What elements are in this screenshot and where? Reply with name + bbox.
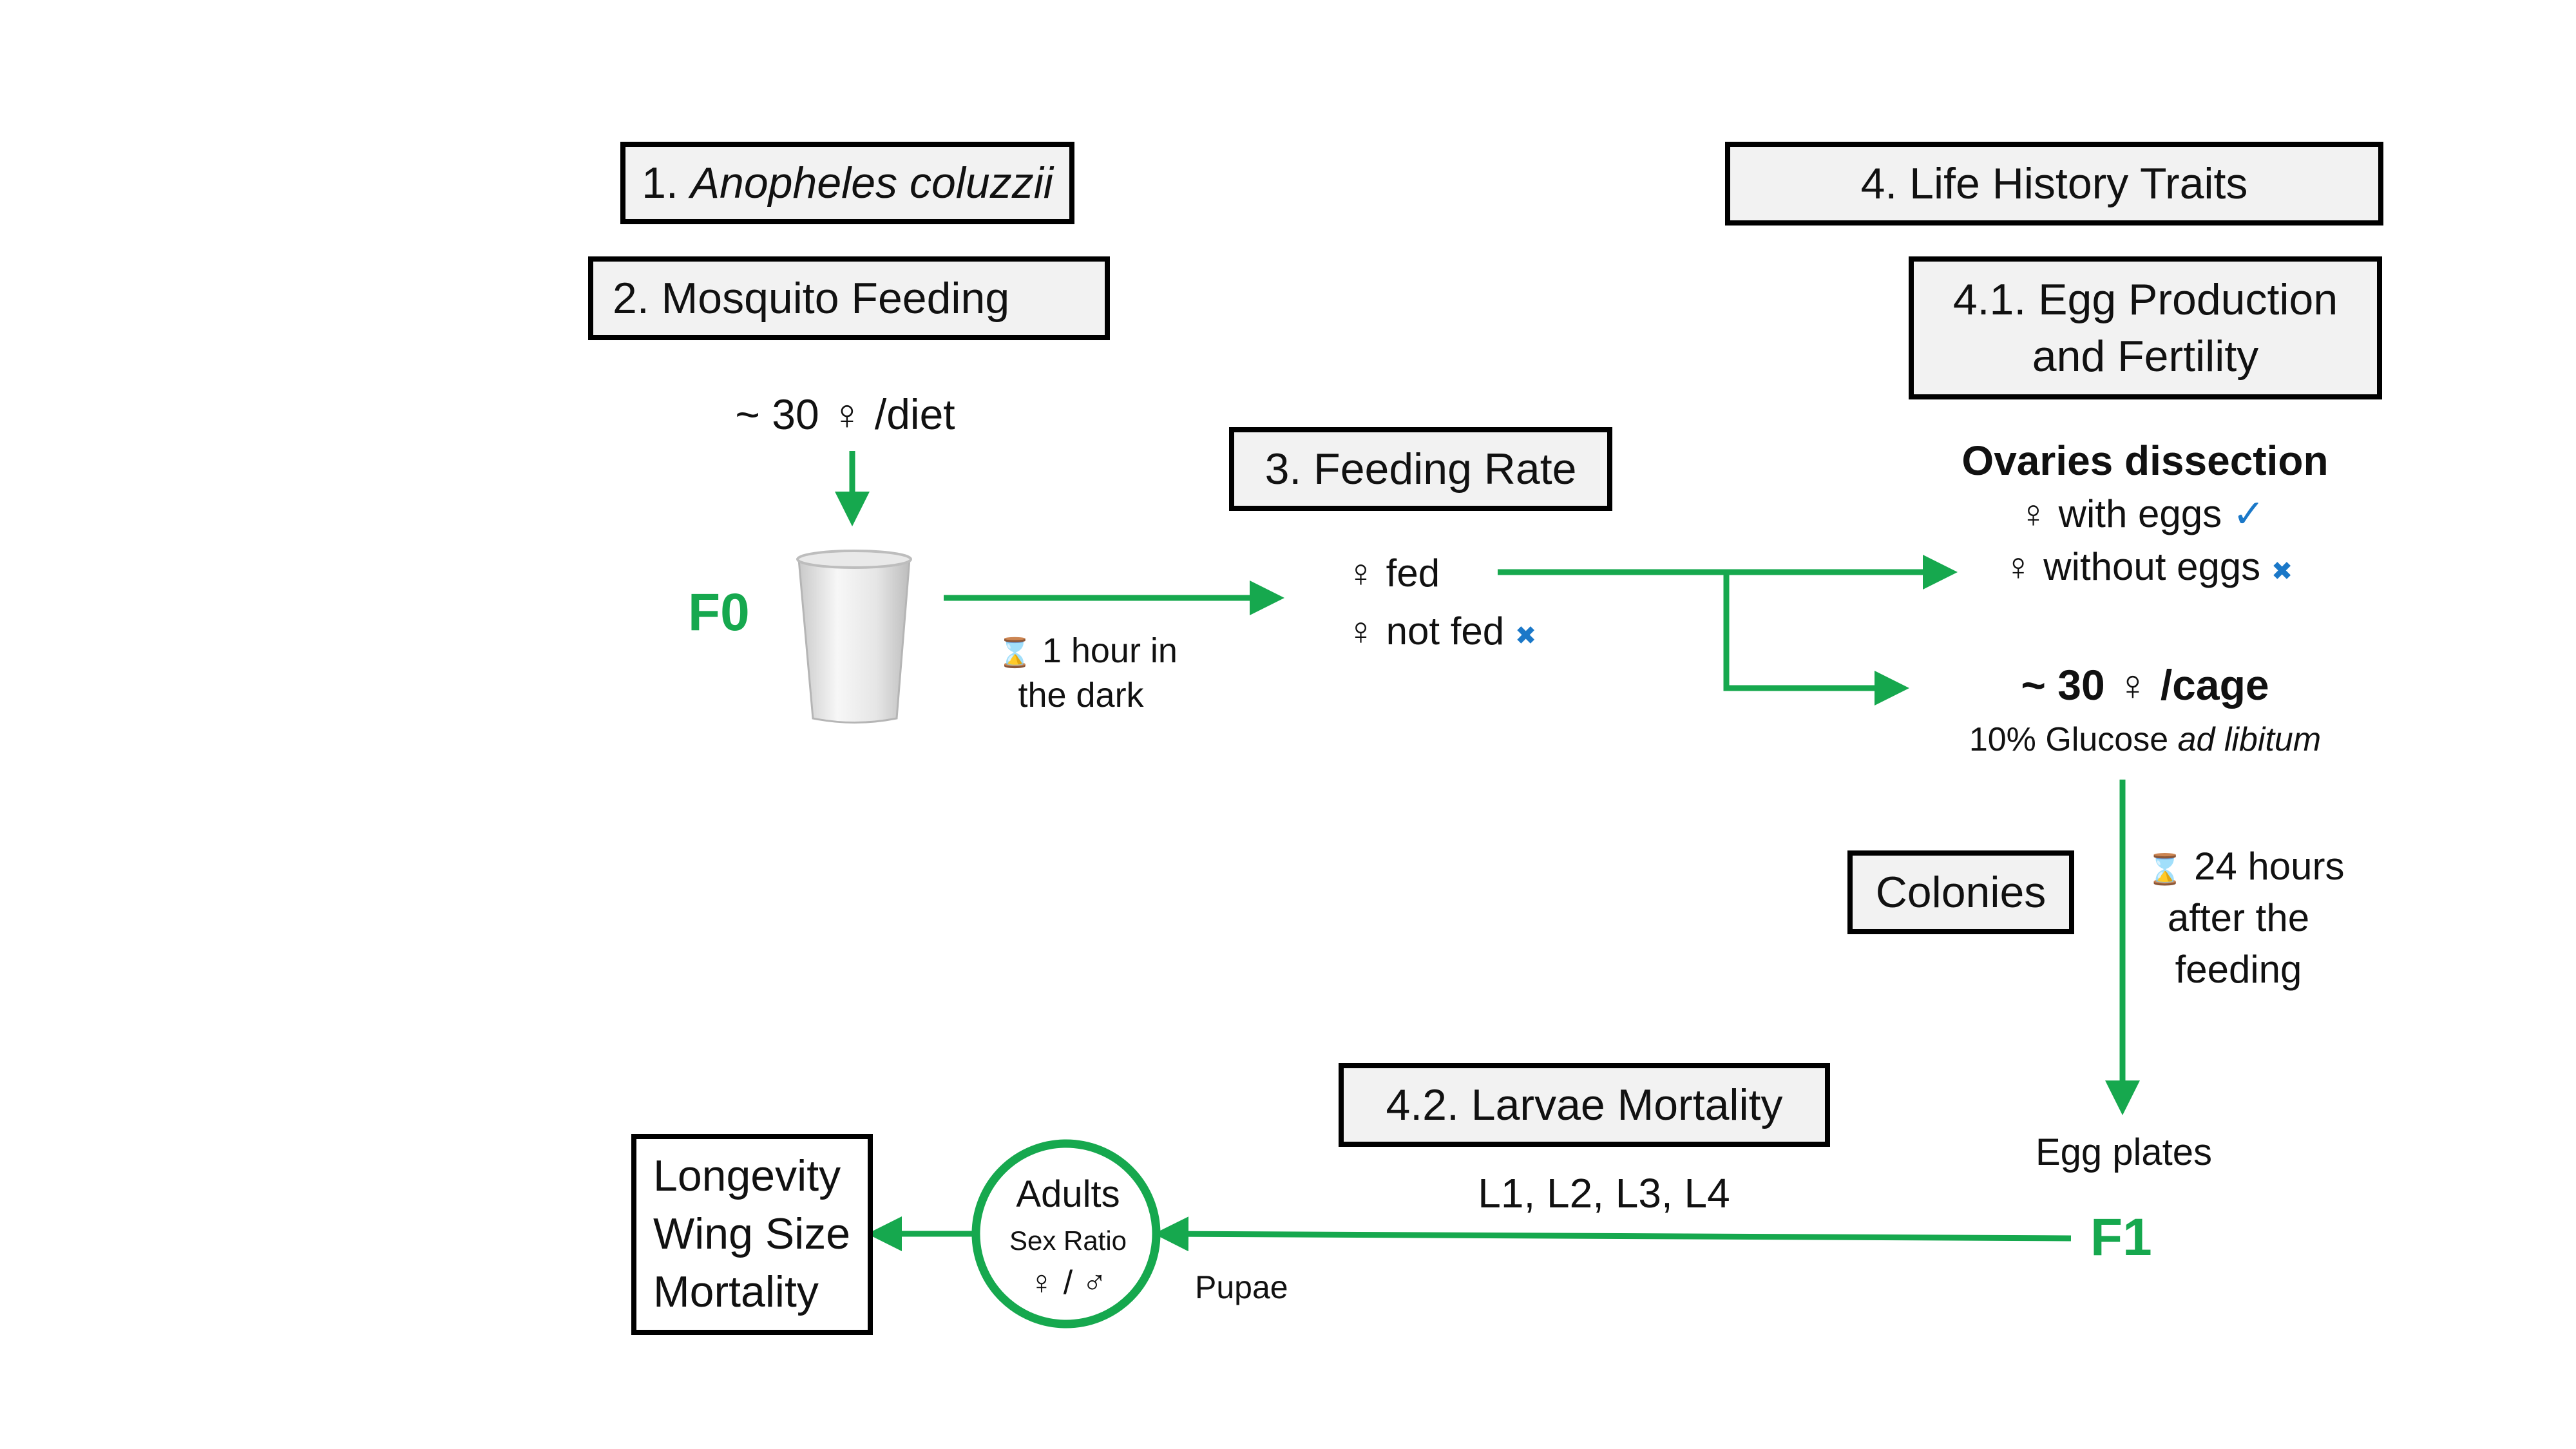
ad-libitum-label: ad libitum [2177,721,2322,758]
hours24-text-1: 24 hours [2193,845,2345,888]
with-eggs-label: ♀ with eggs [2018,492,2222,535]
without-eggs-row: ♀ without eggs ✖ [2004,548,2293,586]
not-fed-label: ♀ not fed [1346,609,1505,653]
check-icon: ✓ [2232,492,2266,535]
cage-label: ~ 30 ♀ /cage [2021,661,2269,709]
hours24-line1: ⌛ 24 hours [2146,847,2344,886]
adult-traits-box: Longevity Wing Size Mortality [631,1134,873,1335]
sex-ratio-label: Sex Ratio [1009,1225,1127,1256]
adults-label: Adults [1016,1173,1120,1215]
mosquito-feeding-box: 2. Mosquito Feeding [588,256,1110,340]
mosquito-feeding-label: 2. Mosquito Feeding [613,273,1010,323]
f1-label: F1 [2090,1208,2152,1267]
cross-icon: ✖ [2271,557,2293,586]
species-box: 1. Anopheles coluzzii [620,142,1074,224]
colonies-label: Colonies [1875,867,2046,917]
egg-production-box: 4.1. Egg Production and Fertility [1909,256,2382,399]
arrow-fed-to-cage [1723,572,1909,705]
egg-plates-label: Egg plates [2035,1131,2213,1173]
arrow-f1-to-adults [1154,1216,2072,1252]
feeding-rate-box: 3. Feeding Rate [1229,427,1612,511]
colonies-box: Colonies [1847,850,2074,934]
not-fed-row: ♀ not fed ✖ [1346,612,1536,651]
egg-production-line2: and Fertility [2032,332,2259,381]
egg-production-line1: 4.1. Egg Production [1952,274,2338,324]
mortality-label: Mortality [653,1267,819,1316]
species-number: 1. [642,158,678,207]
hour-line1: ⌛ 1 hour in [997,633,1178,668]
hour-text-1: 1 hour in [1042,631,1178,670]
feeding-rate-label: 3. Feeding Rate [1264,444,1577,494]
ovaries-dissection-label: Ovaries dissection [1961,437,2329,484]
hourglass-icon: ⌛ [997,637,1033,669]
life-history-box: 4. Life History Traits [1725,142,2383,226]
sex-symbols-label: ♀ / ♂ [1029,1264,1107,1301]
life-history-label: 4. Life History Traits [1860,158,2248,208]
wing-size-label: Wing Size [653,1209,851,1259]
without-eggs-label: ♀ without eggs [2003,545,2261,588]
adults-circle [971,1139,1161,1329]
longevity-label: Longevity [653,1151,841,1201]
instars-label: L1, L2, L3, L4 [1478,1170,1730,1216]
hours24-line2: after the [2167,896,2310,939]
pupae-label: Pupae [1195,1269,1288,1305]
larvae-mortality-box: 4.2. Larvae Mortality [1339,1063,1830,1147]
cross-icon: ✖ [1514,622,1537,650]
hours24-line3: feeding [2175,948,2302,991]
species-name: Anopheles coluzzii [690,158,1053,207]
f0-label: F0 [688,583,750,642]
hour-line2: the dark [1018,676,1144,715]
fed-label: ♀ fed [1346,552,1440,595]
hourglass-icon: ⌛ [2146,852,2184,886]
glucose-row: 10% Glucose ad libitum [1969,723,2321,756]
paper-cup-icon [796,550,912,724]
glucose-label: 10% Glucose [1969,721,2169,758]
with-eggs-row: ♀ with eggs ✓ [2019,495,2265,533]
larvae-mortality-label: 4.2. Larvae Mortality [1386,1080,1783,1129]
diet-label: ~ 30 ♀ /diet [735,390,955,438]
